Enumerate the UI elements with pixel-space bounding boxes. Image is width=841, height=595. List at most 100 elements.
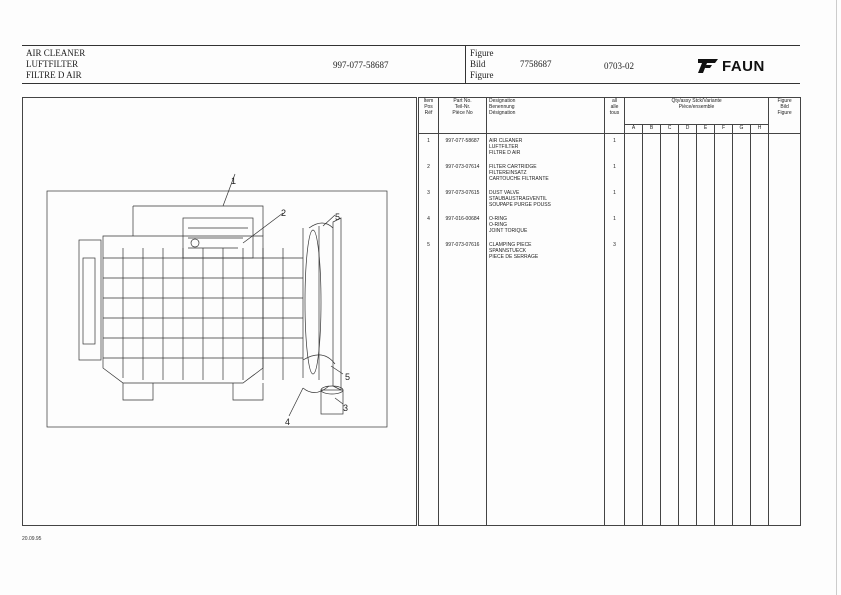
header-designation: Designation Benennung Désignation [486, 97, 605, 134]
row-2-part: 997-073-07614 [445, 164, 480, 170]
header-item: Item Pos Réf [418, 97, 439, 134]
scan-edge-line [836, 0, 837, 595]
brand-logo: FAUN [698, 57, 765, 75]
row-4-part: 997-016-00684 [445, 216, 480, 222]
header-figure-fr: Figure [777, 110, 792, 116]
header-figure: Figure Bild Figure [768, 97, 802, 134]
title-de: LUFTFILTER [26, 59, 79, 69]
variant-h-column [749, 133, 770, 526]
row-4-designation-de: O-RING [489, 222, 508, 228]
row-5-designation-de: SPANNSTUECK [489, 248, 527, 254]
row-1-qty: 1 [613, 138, 616, 144]
header-designation-en: Designation [489, 98, 516, 105]
title-fr: FILTRE D AIR [26, 70, 82, 80]
row-4-pos: 4 [427, 216, 430, 222]
row-2-qty: 1 [613, 164, 616, 170]
qty-all-column: 1 1 1 1 3 [604, 133, 625, 526]
figure-number: 7758687 [520, 59, 552, 69]
header-all: all alle tous [604, 97, 625, 134]
pos-column: 1 2 3 4 5 [418, 133, 439, 526]
header-partno: Part No. Teil-Nr. Pièce No [438, 97, 487, 134]
header-figure-en: Figure [777, 98, 792, 105]
row-2-designation: FILTER CARTRIDGE FILTEREINSATZ CARTOUCHE… [489, 164, 604, 190]
header-divider-1 [465, 45, 466, 83]
table-body-row: 1 2 3 4 5 997-077-58687 997-073-07614 99… [418, 133, 802, 526]
air-cleaner-drawing: 1 2 5 5 3 4 [46, 173, 388, 428]
title-en: AIR CLEANER [26, 48, 86, 58]
table-header-row: Item Pos Réf Part No. Teil-Nr. Pièce No … [418, 97, 802, 134]
callout-3: 3 [343, 403, 348, 413]
row-3-qty: 1 [613, 190, 616, 196]
row-1-pos: 1 [427, 138, 430, 144]
row-5-pos: 5 [427, 242, 430, 248]
figure-label-fr: Figure [470, 70, 494, 80]
figure-column [768, 133, 802, 526]
row-3-designation-de: STAUBAUSTRAGVENTIL [489, 196, 547, 202]
row-1-part: 997-077-58687 [445, 138, 480, 144]
row-2-designation-de: FILTEREINSATZ [489, 170, 527, 176]
row-3-designation-en: DUST VALVE [489, 190, 520, 196]
header-all-de: alle [610, 104, 619, 110]
assembly-part-no: 997-077-58687 [333, 60, 389, 70]
parts-list-table: Item Pos Réf Part No. Teil-Nr. Pièce No … [418, 97, 802, 526]
figure-label-en: Figure [470, 48, 494, 58]
row-2-designation-fr: CARTOUCHE FILTRANTE [489, 176, 549, 182]
callout-2: 2 [281, 208, 286, 218]
row-3-pos: 3 [427, 190, 430, 196]
variant-b-column [642, 133, 661, 526]
row-4-designation-en: O-RING [489, 216, 508, 222]
header-all-fr: tous [609, 110, 620, 116]
header-variants-line2: Pièce/ensemble [678, 104, 715, 110]
header-partno-en: Part No. [453, 98, 472, 105]
row-1-designation-en: AIR CLEANER [489, 138, 523, 144]
variant-d: D [678, 124, 697, 134]
variant-c: C [660, 124, 679, 134]
row-4-designation-fr: JOINT TORIQUE [489, 228, 528, 234]
header-partno-fr: Pièce No [452, 110, 473, 116]
header-item-en: Item [423, 98, 434, 105]
variant-f-column [714, 133, 733, 526]
row-5-designation-en: CLAMPING PIECE [489, 242, 532, 248]
variant-g: G [732, 124, 751, 134]
row-5-designation: CLAMPING PIECE SPANNSTUECK PIECE DE SERR… [489, 242, 604, 268]
row-4-qty: 1 [613, 216, 616, 222]
row-1-designation-fr: FILTRE D AIR [489, 150, 521, 156]
header-bottom-rule [22, 83, 800, 84]
variant-h: H [749, 124, 770, 134]
callout-5-bottom: 5 [345, 372, 350, 382]
callout-4: 4 [285, 417, 290, 427]
header-variants: Qty/assy Stck/Variante Pièce/ensemble [623, 97, 770, 125]
row-1-designation-de: LUFTFILTER [489, 144, 519, 150]
variant-d-column [678, 133, 697, 526]
header-top-rule [22, 45, 800, 46]
header-item-fr: Réf [424, 110, 433, 116]
callout-5-top: 5 [335, 212, 340, 222]
faun-logo-icon [698, 59, 718, 73]
partno-column: 997-077-58687 997-073-07614 997-073-0761… [438, 133, 487, 526]
row-5-part: 997-073-07616 [445, 242, 480, 248]
variant-e: E [696, 124, 715, 134]
variant-f: F [714, 124, 733, 134]
brand-name: FAUN [722, 57, 765, 75]
exploded-drawing-frame: 1 2 5 5 3 4 [22, 97, 417, 526]
variant-e-column [696, 133, 715, 526]
row-5-qty: 3 [613, 242, 616, 248]
page-reference: 0703-02 [604, 61, 634, 71]
header-partno-de: Teil-Nr. [454, 104, 471, 110]
row-3-designation: DUST VALVE STAUBAUSTRAGVENTIL SOUPAPE PU… [489, 190, 604, 216]
row-4-designation: O-RING O-RING JOINT TORIQUE [489, 216, 604, 242]
variant-a-column [624, 133, 643, 526]
row-2-designation-en: FILTER CARTRIDGE [489, 164, 537, 170]
variant-b: B [642, 124, 661, 134]
header-variants-line1: Qty/assy Stck/Variante [671, 98, 722, 105]
row-3-designation-fr: SOUPAPE PURGE POUSS [489, 202, 551, 208]
callout-1: 1 [231, 176, 236, 186]
figure-label-de: Bild [470, 59, 486, 69]
header-figure-de: Bild [780, 104, 789, 110]
variant-g-column [732, 133, 751, 526]
header-designation-fr: Désignation [489, 110, 516, 116]
header-designation-de: Benennung [489, 104, 515, 110]
row-3-part: 997-073-07615 [445, 190, 480, 196]
designation-column: AIR CLEANER LUFTFILTER FILTRE D AIR FILT… [486, 133, 605, 526]
row-5-designation-fr: PIECE DE SERRAGE [489, 254, 539, 260]
